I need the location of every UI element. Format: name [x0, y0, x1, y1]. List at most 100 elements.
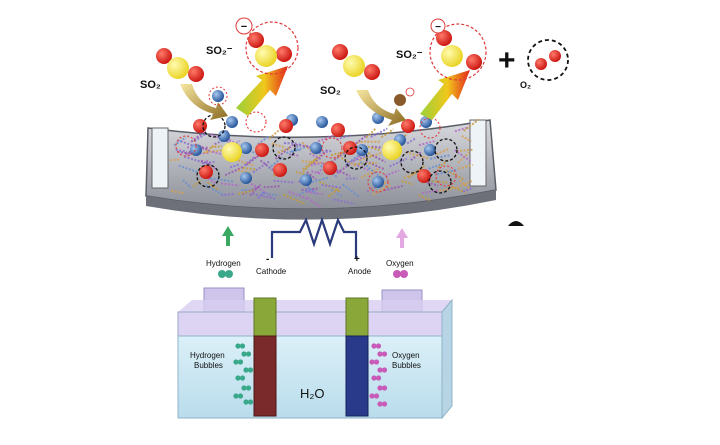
so2-ion-label-right: SO₂⁻ [396, 49, 423, 61]
catalyst-fiber [184, 155, 203, 164]
catalyst-fiber [242, 166, 256, 171]
catalyst-fiber [173, 136, 187, 147]
catalyst-fiber [298, 187, 311, 196]
catalyst-fiber [182, 179, 192, 189]
electron [356, 144, 368, 156]
so2-ion-right: − [429, 18, 487, 81]
oxygen-atom [279, 119, 293, 133]
oxygen-site-ring [434, 138, 458, 162]
oxygen-bubble [373, 359, 380, 365]
catalyst-fiber [252, 192, 276, 200]
catalyst-fiber [317, 134, 335, 143]
catalyst-fiber [459, 179, 471, 190]
hydrogen-bubble [239, 375, 246, 381]
ion-charge-left: − [241, 21, 247, 33]
oxygen-bubble [371, 343, 377, 349]
oxygen-bubble [381, 367, 388, 373]
oxygen-bubble [375, 343, 382, 349]
catalyst-fiber [207, 177, 218, 185]
free-radical-right [394, 87, 415, 106]
anode-electrode [345, 335, 369, 417]
electron [310, 142, 322, 154]
catalyst-fiber [389, 157, 408, 168]
catalyst-fiber [192, 178, 203, 188]
anode-label: Anode [348, 267, 372, 276]
catalyst-fiber [261, 191, 278, 197]
catalyst-fiber [410, 151, 422, 161]
oxygen-arrow-up-icon [396, 228, 408, 248]
catalyst-fiber [401, 179, 414, 186]
o2-label: O₂ [520, 80, 531, 90]
electron [240, 172, 252, 184]
hydrogen-bubble [241, 351, 247, 357]
catalyst-fiber [457, 151, 470, 164]
hydrogen-bubble [239, 343, 246, 349]
so2-ion-left: − [235, 17, 299, 75]
hydrogen-arrow-up-icon [222, 226, 234, 246]
hydrogen-bubble [233, 393, 239, 399]
catalyst-fiber [352, 153, 364, 163]
catalyst-fiber [175, 148, 187, 153]
electron [218, 130, 230, 142]
hydrogen-bubble [233, 359, 239, 365]
oxygen-atom [193, 119, 207, 133]
catalyst-fiber [248, 149, 261, 156]
free-electron-left [208, 86, 228, 106]
cathode-electrode [253, 335, 277, 417]
reaction-arrow-right [420, 70, 470, 120]
catalyst-active-sites [175, 111, 458, 194]
o2-molecule [527, 39, 569, 81]
cathode-sign: - [266, 254, 269, 265]
oxygen-bubbles [369, 343, 388, 407]
electron-site-ring [321, 137, 343, 159]
catalyst-fiber [371, 154, 386, 163]
catalyst-fiber [435, 186, 460, 193]
tank-side [441, 298, 453, 420]
hydrogen-bubble [243, 367, 249, 373]
catalyst-fiber [436, 147, 450, 156]
catalyst-fiber [245, 154, 261, 166]
electron-site-ring [245, 111, 267, 133]
catalyst-fiber [447, 184, 466, 194]
tank-lid [177, 311, 443, 337]
catalyst-reaction-panel: SO₂ − SO₂⁻ SO₂ − SO₂⁻ + [140, 17, 569, 220]
electron [372, 176, 384, 188]
hydrogen-gas-label: Hydrogen [206, 259, 241, 268]
oxygen-atom [417, 169, 431, 183]
catalyst-fiber [330, 151, 345, 157]
adsorption-arrow-right [356, 90, 406, 126]
oxygen-atom [401, 119, 415, 133]
catalyst-fiber [250, 182, 272, 198]
catalyst-fiber [220, 182, 240, 187]
catalyst-fiber [306, 191, 324, 196]
plus-sign: + [498, 44, 516, 77]
catalyst-fiber [306, 171, 317, 180]
electron-site-ring [367, 171, 389, 193]
catalyst-fiber [418, 140, 435, 147]
so2-ion-label-left: SO₂⁻ [206, 45, 233, 57]
oxygen-bubble [369, 393, 375, 399]
sulfur-atom [382, 140, 402, 160]
catalyst-fiber [370, 127, 388, 138]
catalyst-fiber [177, 150, 193, 155]
so2-label-mid: SO₂ [320, 85, 341, 97]
oxygen-atom [273, 163, 287, 177]
oxygen-molecule-icon [393, 270, 408, 278]
hydrogen-bubble [237, 359, 244, 365]
oxygen-site-ring [428, 170, 452, 194]
cathode-label: Cathode [256, 267, 287, 276]
hydrogen-bubbles [233, 343, 254, 405]
catalyst-fiber [190, 129, 207, 143]
catalyst-fiber [206, 181, 220, 192]
catalyst-fiber [286, 145, 309, 154]
catalyst-fiber [358, 151, 382, 162]
catalyst-fiber [210, 177, 234, 183]
catalyst-fiber [203, 142, 218, 154]
hydrogen-bubble [247, 399, 254, 405]
catalyst-fiber [357, 139, 369, 144]
tank-top-face [178, 300, 452, 312]
catalyst-fiber [463, 118, 480, 132]
catalyst-fiber [282, 193, 305, 205]
oxygen-site-ring [196, 164, 220, 188]
catalyst-fiber [237, 189, 254, 195]
